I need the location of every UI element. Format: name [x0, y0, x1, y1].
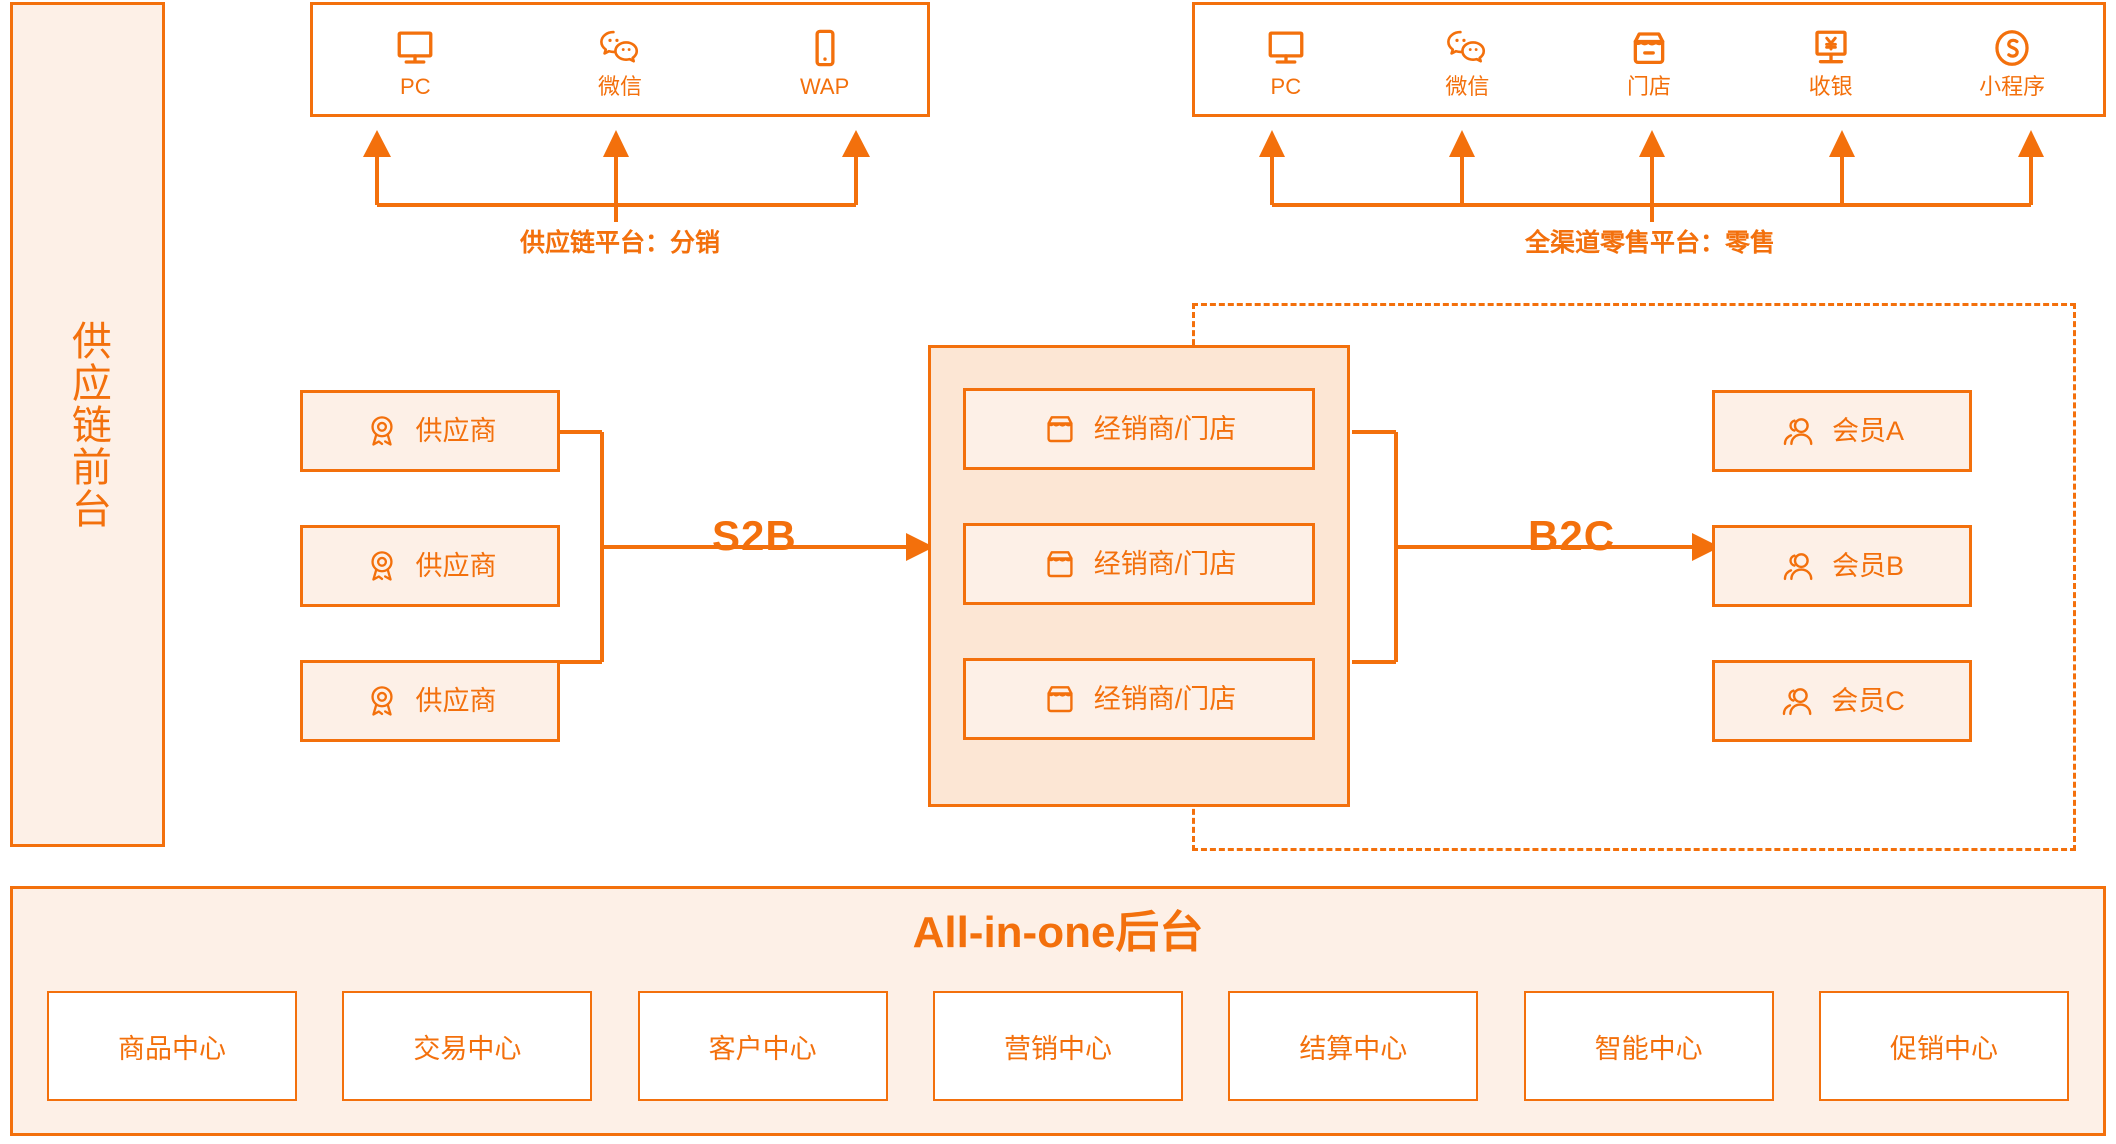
channel-item-pc-retail[interactable]: PC [1231, 22, 1341, 98]
channel-label: 小程序 [1979, 73, 2046, 99]
center-chip-intelligence[interactable]: 智能中心 [1523, 991, 1774, 1101]
distribution-platform-caption: 供应链平台：分销 [519, 229, 720, 257]
channel-label: 微信 [597, 73, 642, 99]
channel-item-wechat[interactable]: 微信 [565, 22, 675, 98]
wechat-icon [598, 24, 642, 72]
badge-icon [364, 413, 400, 449]
channel-label: PC [1270, 73, 1302, 99]
channel-item-cashier[interactable]: 收银 [1776, 22, 1886, 98]
supply-chain-front-title: 供应链前台 [65, 319, 110, 530]
channel-label: PC [400, 73, 431, 99]
channel-label: 微信 [1445, 73, 1490, 99]
channel-label: 门店 [1626, 73, 1671, 99]
b2c-label: B2C [1528, 512, 1616, 559]
member-label: 会员A [1831, 415, 1904, 446]
distribution-connector-bus [363, 130, 870, 222]
mobile-icon [804, 24, 846, 72]
store-icon [1628, 24, 1670, 72]
center-chip-promotion[interactable]: 促销中心 [1818, 991, 2069, 1101]
retail-platform-caption: 全渠道零售平台：零售 [1524, 229, 1775, 257]
store-icon [1042, 681, 1078, 717]
center-chip-customer[interactable]: 客户中心 [637, 991, 888, 1101]
center-chip-marketing[interactable]: 营销中心 [932, 991, 1183, 1101]
channel-label: WAP [799, 73, 850, 99]
dealer-label: 经销商/门店 [1093, 548, 1237, 579]
dealer-card[interactable]: 经销商/门店 [963, 658, 1315, 740]
dealer-card[interactable]: 经销商/门店 [963, 523, 1315, 605]
monitor-icon [1265, 24, 1307, 72]
miniprogram-icon [1991, 24, 2033, 72]
member-card[interactable]: 会员C [1712, 660, 1972, 742]
supplier-label: 供应商 [415, 415, 497, 446]
backend-center-row: 商品中心 交易中心 客户中心 营销中心 结算中心 智能中心 促销中心 [47, 991, 2069, 1101]
supplier-card[interactable]: 供应商 [300, 525, 560, 607]
member-label: 会员B [1831, 550, 1904, 581]
supply-chain-front-panel: 供应链前台 [10, 2, 165, 847]
channel-item-store[interactable]: 门店 [1594, 22, 1704, 98]
channel-item-pc[interactable]: PC [360, 22, 470, 98]
dealer-label: 经销商/门店 [1093, 413, 1237, 444]
channel-item-miniprogram[interactable]: 小程序 [1957, 22, 2067, 98]
backend-title: All-in-one后台 [912, 908, 1204, 957]
supplier-label: 供应商 [415, 685, 497, 716]
center-chip-trade[interactable]: 交易中心 [342, 991, 593, 1101]
channel-label: 收银 [1808, 73, 1853, 99]
member-label: 会员C [1831, 685, 1905, 716]
channel-item-wechat-retail[interactable]: 微信 [1412, 22, 1522, 98]
users-icon [1780, 548, 1816, 584]
store-icon [1042, 411, 1078, 447]
dealer-label: 经销商/门店 [1093, 683, 1237, 714]
member-card[interactable]: 会员B [1712, 525, 1972, 607]
member-card[interactable]: 会员A [1712, 390, 1972, 472]
users-icon [1780, 413, 1816, 449]
supplier-card[interactable]: 供应商 [300, 390, 560, 472]
dealer-card[interactable]: 经销商/门店 [963, 388, 1315, 470]
monitor-icon [394, 24, 436, 72]
all-in-one-backend-panel: All-in-one后台 商品中心 交易中心 客户中心 营销中心 结算中心 智能… [10, 886, 2106, 1136]
supplier-label: 供应商 [415, 550, 497, 581]
supplier-card[interactable]: 供应商 [300, 660, 560, 742]
channel-item-wap[interactable]: WAP [770, 22, 880, 98]
center-chip-settlement[interactable]: 结算中心 [1228, 991, 1479, 1101]
s2b-label: S2B [712, 512, 797, 559]
center-chip-product[interactable]: 商品中心 [47, 991, 297, 1101]
cashier-icon [1810, 24, 1852, 72]
badge-icon [364, 683, 400, 719]
badge-icon [364, 548, 400, 584]
distribution-channel-bar: PC 微信 WAP [310, 2, 930, 117]
store-icon [1042, 546, 1078, 582]
retail-connector-bus [1259, 130, 2044, 222]
retail-channel-bar: PC 微信 门店 [1192, 2, 2106, 117]
wechat-icon [1445, 24, 1489, 72]
users-icon [1779, 683, 1815, 719]
